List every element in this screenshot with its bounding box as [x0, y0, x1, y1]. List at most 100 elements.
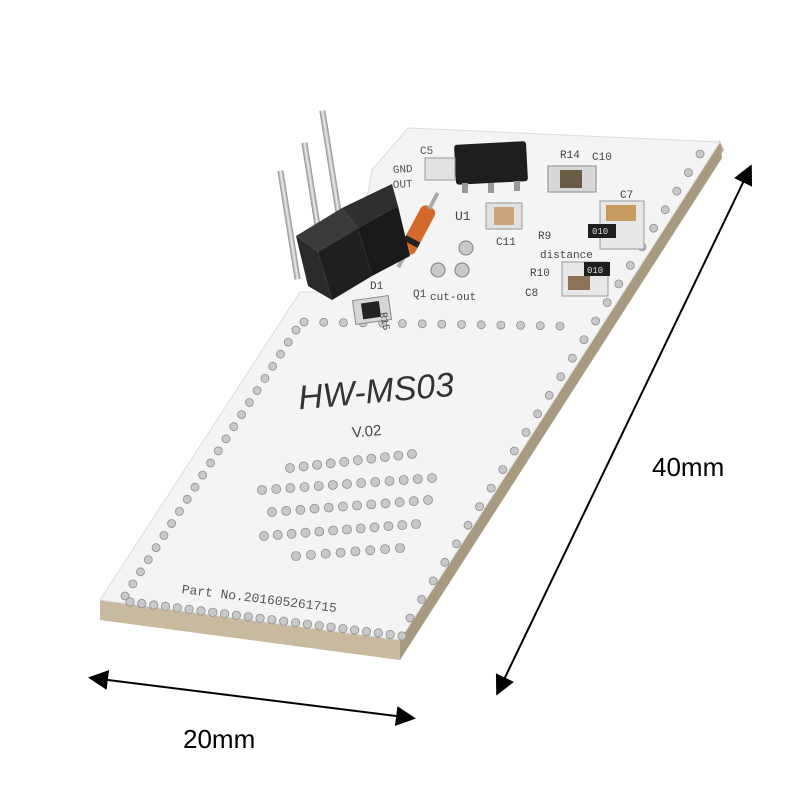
- solder-pad: [220, 609, 230, 619]
- solder-pad: [405, 613, 415, 623]
- solder-pad: [305, 550, 316, 560]
- q1-pad-3: [458, 240, 474, 256]
- solder-pad: [380, 498, 391, 509]
- label-c8: C8: [525, 288, 538, 300]
- solder-pad: [291, 325, 301, 335]
- component-c8-body: [568, 276, 590, 290]
- solder-pad: [257, 485, 267, 495]
- solder-pad: [394, 497, 405, 508]
- solder-pad: [440, 557, 450, 567]
- solder-pad: [309, 503, 320, 514]
- solder-pad: [267, 507, 277, 517]
- solder-pad: [120, 591, 130, 601]
- solder-pad: [125, 597, 135, 607]
- solder-pad: [243, 612, 253, 622]
- solder-pad: [385, 629, 395, 640]
- solder-pad: [198, 470, 208, 480]
- solder-pad: [352, 455, 363, 466]
- solder-pad: [128, 579, 138, 589]
- pcb-side: [100, 600, 400, 660]
- solder-pad: [283, 337, 293, 347]
- solder-pad: [182, 494, 192, 504]
- solder-pad: [255, 613, 265, 623]
- solder-pad: [398, 475, 409, 485]
- label-c11: C11: [496, 237, 516, 249]
- solder-pad: [259, 531, 269, 541]
- solder-pad: [380, 544, 391, 554]
- q1-pad-1: [430, 262, 446, 278]
- solder-pad: [695, 149, 705, 159]
- solder-pad: [437, 319, 447, 329]
- solder-pad: [184, 604, 194, 615]
- solder-pad: [366, 453, 377, 464]
- solder-pad: [167, 519, 177, 528]
- solder-pad: [244, 398, 254, 407]
- solder-pad: [137, 598, 147, 609]
- solder-pad: [290, 618, 301, 628]
- component-c11-body: [494, 207, 514, 225]
- solder-pad: [190, 482, 200, 492]
- label-out: OUT: [393, 179, 414, 192]
- solder-pad: [143, 555, 153, 565]
- solder-pad: [136, 567, 145, 577]
- q1-pad-2: [454, 262, 470, 278]
- chip-u1-leg-2: [488, 183, 494, 193]
- solder-pad: [393, 450, 404, 461]
- solder-pad: [463, 520, 473, 530]
- component-r15-body: [360, 300, 382, 320]
- label-c10: C10: [592, 152, 612, 164]
- solder-pad: [314, 526, 325, 537]
- solder-pad: [299, 482, 310, 492]
- solder-pad: [496, 320, 506, 330]
- solder-pad: [285, 483, 296, 493]
- solder-pad: [521, 427, 531, 437]
- solder-pad: [660, 205, 670, 215]
- solder-pad: [291, 551, 301, 561]
- solder-pad: [149, 600, 159, 610]
- label-r10: R10: [530, 268, 550, 280]
- solder-pad: [428, 576, 438, 586]
- label-r15: R15: [376, 312, 390, 332]
- label-r14: R14: [560, 150, 580, 162]
- solder-pad: [602, 298, 612, 307]
- solder-pad: [281, 505, 292, 516]
- component-c7-cap: [606, 205, 636, 221]
- chip-code-2: 010: [587, 266, 603, 276]
- solder-pad: [286, 528, 297, 539]
- solder-pad: [285, 463, 295, 473]
- solder-pad: [626, 260, 635, 270]
- solder-pad: [237, 410, 247, 420]
- solder-pad: [417, 319, 427, 329]
- component-r14-body: [560, 170, 582, 188]
- label-distance: distance: [540, 250, 593, 262]
- solder-pad: [475, 502, 485, 512]
- solder-pad: [326, 622, 336, 632]
- label-d1: D1: [370, 281, 384, 293]
- solder-pad: [299, 317, 309, 327]
- pad-row-bottom: [125, 597, 407, 641]
- label-cut-out: cut-out: [430, 292, 476, 304]
- label-u1: U1: [455, 209, 471, 224]
- solder-pad: [276, 349, 285, 359]
- solder-pad: [395, 543, 405, 553]
- solder-pad: [327, 480, 338, 490]
- solder-pad: [325, 458, 336, 469]
- solder-pad: [338, 623, 348, 634]
- solder-pad: [302, 619, 312, 629]
- solder-pad: [476, 320, 486, 330]
- solder-pad: [298, 461, 309, 472]
- solder-pad: [196, 606, 206, 616]
- solder-pad: [672, 186, 682, 196]
- solder-pad: [411, 519, 421, 529]
- dimension-width-label: 20mm: [183, 724, 256, 754]
- solder-pad: [649, 223, 658, 233]
- solder-pad: [423, 495, 433, 505]
- solder-pad: [535, 321, 545, 331]
- solder-pad: [252, 386, 262, 395]
- solder-pad: [279, 616, 289, 626]
- solder-pad: [320, 548, 331, 559]
- label-gnd: GND: [393, 164, 414, 177]
- solder-pad: [151, 543, 161, 552]
- pad-row-left: [120, 325, 301, 601]
- chip-u1-leg-3: [514, 181, 520, 191]
